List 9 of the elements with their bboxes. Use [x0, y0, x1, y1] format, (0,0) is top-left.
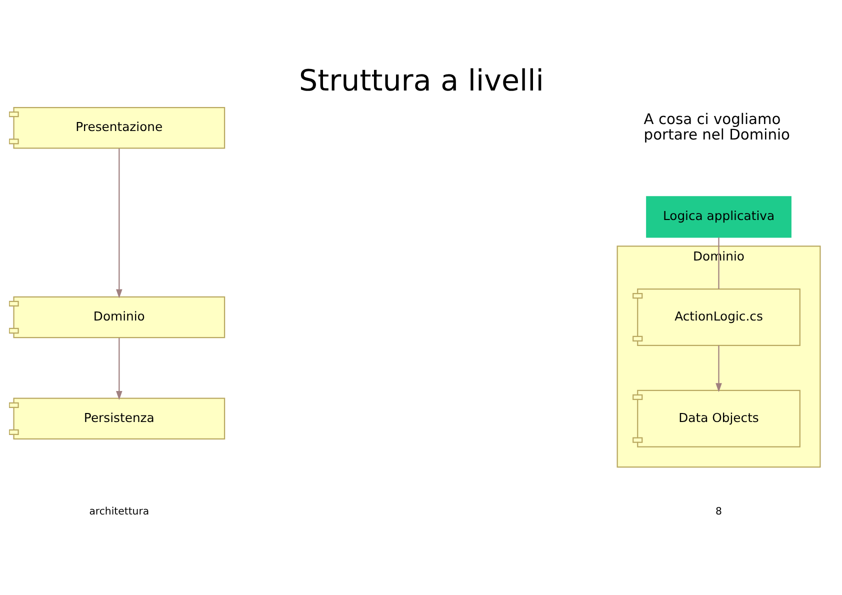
arrow [116, 148, 122, 298]
connector [718, 237, 719, 289]
label: architettura [88, 506, 149, 518]
label: A cosa ci vogliamo portare nel Dominio [643, 110, 790, 144]
arrow [116, 338, 122, 400]
node-box: Logica applicativa [646, 196, 791, 238]
label: 8 [715, 506, 722, 518]
diagram-title: Struttura a livelli [298, 63, 544, 98]
arrow [715, 345, 722, 392]
